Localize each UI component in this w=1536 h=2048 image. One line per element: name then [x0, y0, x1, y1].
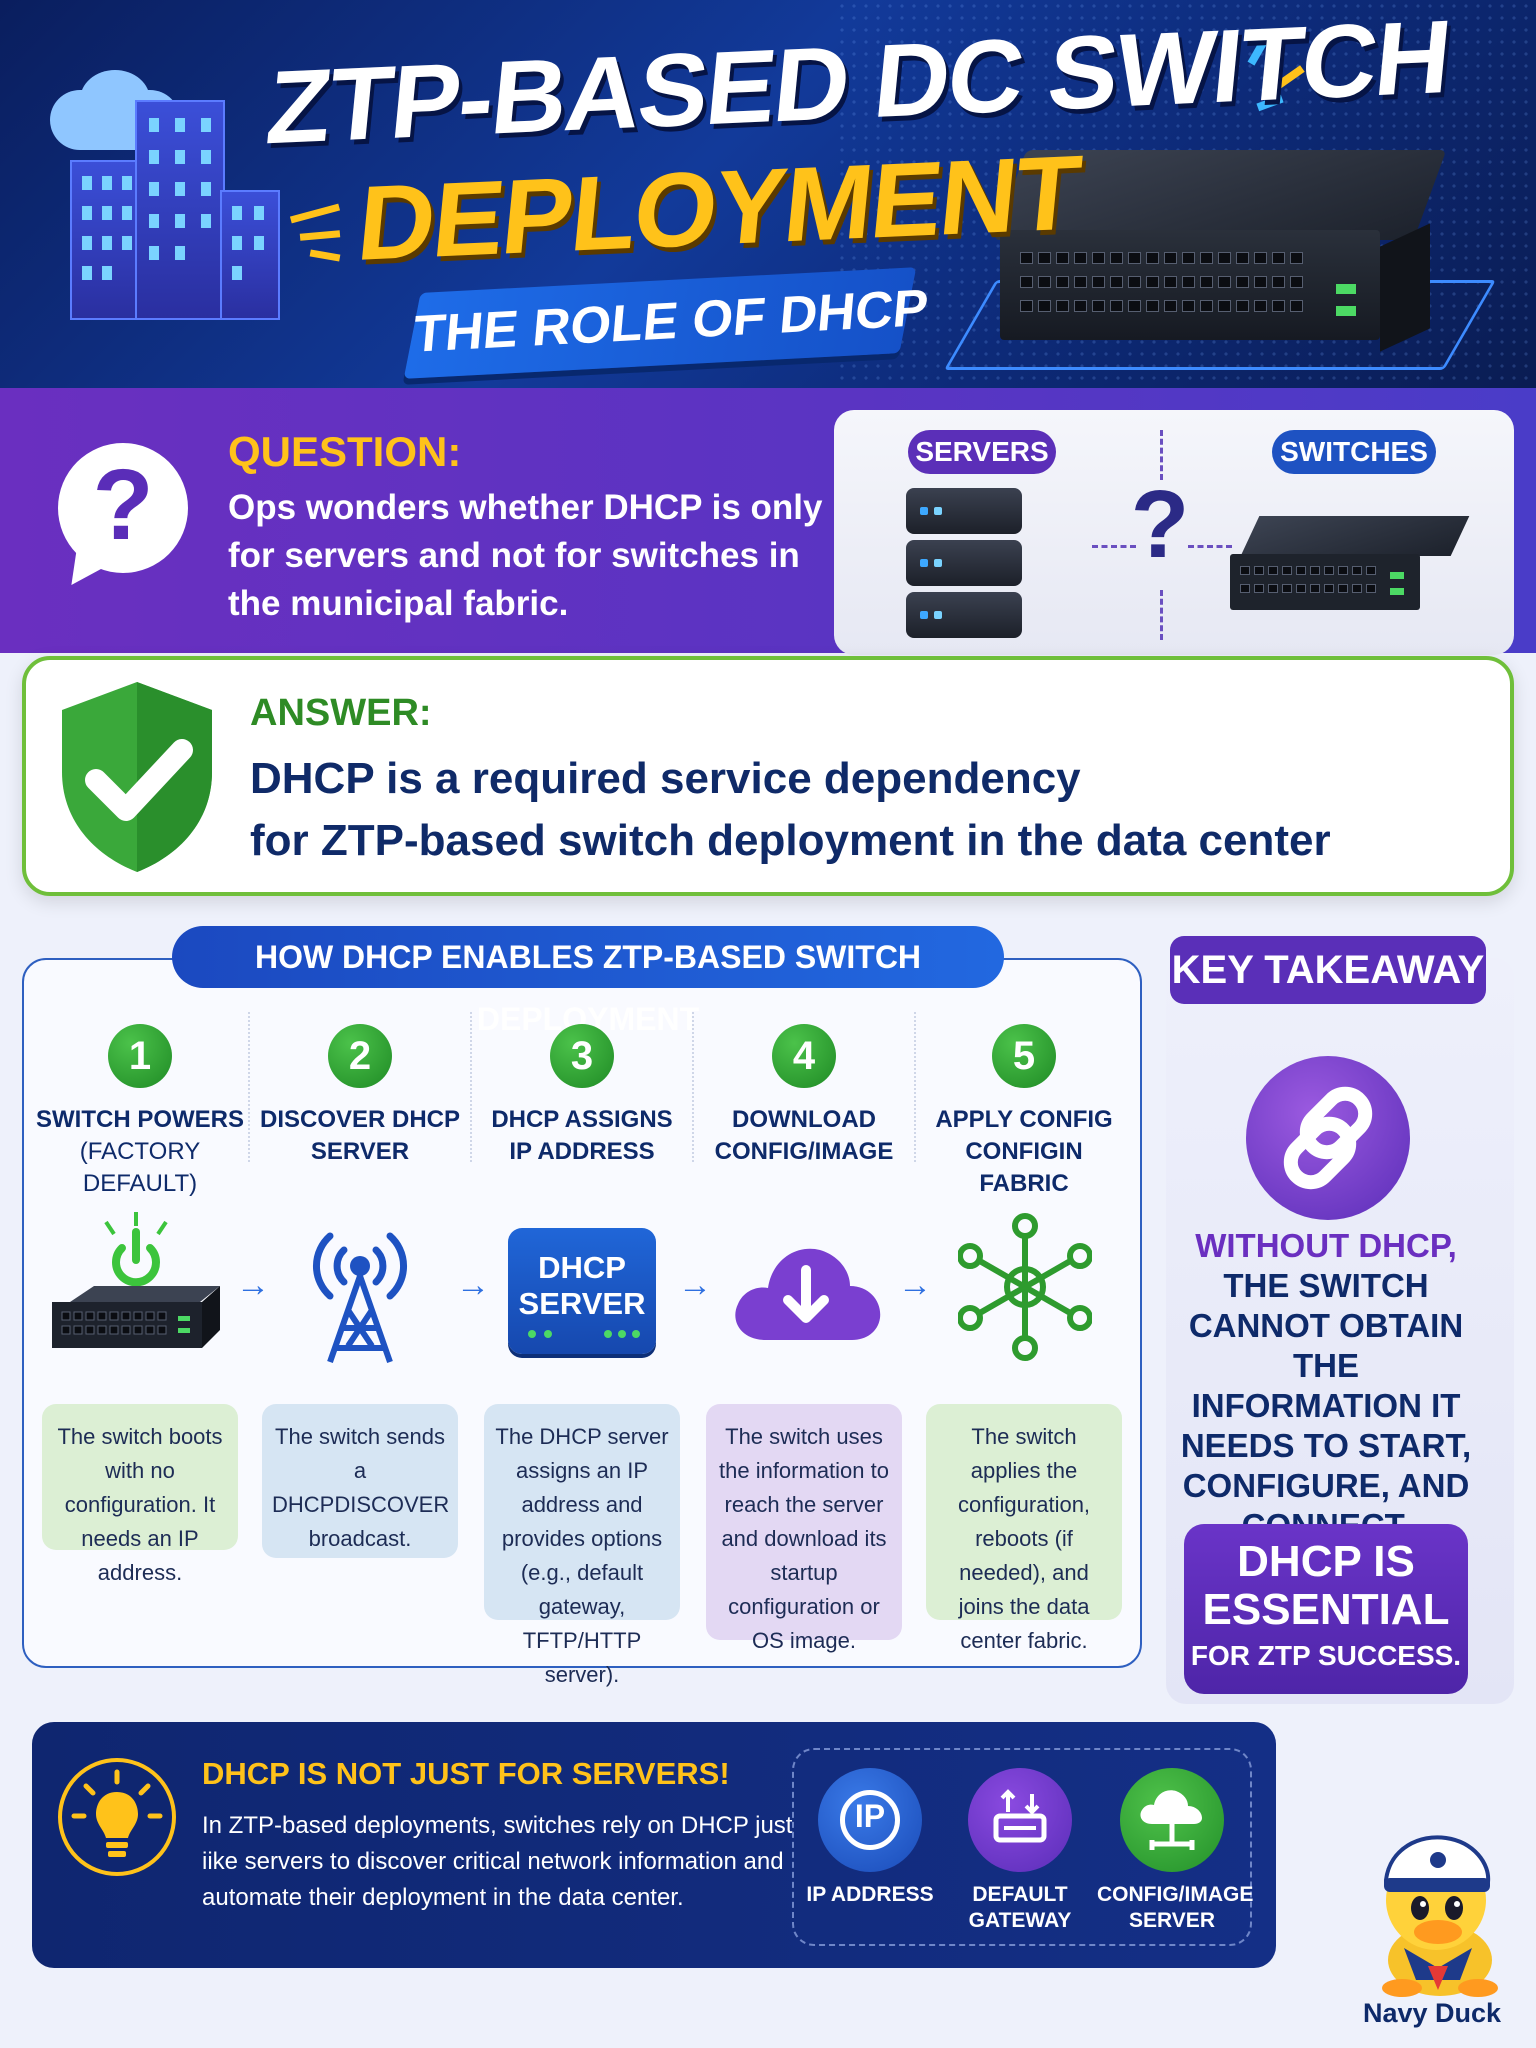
- step-4-number: 4: [772, 1024, 836, 1088]
- step-2-label-line2: SERVER: [310, 1138, 410, 1165]
- servers-pill: SERVERS: [908, 430, 1056, 474]
- question-mark-icon: ?: [1130, 471, 1190, 578]
- step-1-label-line1: SWITCH POWERS: [36, 1106, 244, 1133]
- switches-pill: SWITCHES: [1272, 430, 1436, 474]
- tip-title: DHCP IS NOT JUST FOR SERVERS!: [202, 1756, 730, 1791]
- arrow-right-icon: →: [678, 1266, 712, 1304]
- shield-check-icon: [52, 676, 222, 876]
- ip-glyph: IP: [854, 1798, 886, 1834]
- step-3-label-line2: IP ADDRESS: [509, 1138, 655, 1165]
- step-1-label: SWITCH POWERS (FACTORY DEFAULT): [35, 1104, 245, 1200]
- answer-section: [22, 656, 1514, 896]
- step-4-label: DOWNLOAD CONFIG/IMAGE: [699, 1104, 909, 1168]
- step-5-description: The switch applies the configuration, re…: [926, 1404, 1122, 1653]
- dhcp-server-icon: DHCP SERVER: [508, 1228, 656, 1354]
- power-switch-icon: [50, 1210, 230, 1370]
- step-3-description: The DHCP server assigns an IP address an…: [484, 1404, 680, 1687]
- key-takeaway-highlight: WITHOUT DHCP,: [1195, 1227, 1457, 1264]
- step-2-number: 2: [328, 1024, 392, 1088]
- step-5-label-line1: APPLY CONFIG: [935, 1106, 1113, 1133]
- step-3-label-line1: DHCP ASSIGNS: [491, 1106, 673, 1133]
- key-takeaway-text: WITHOUT DHCP, THE SWITCH CANNOT OBTAIN T…: [1176, 1226, 1476, 1546]
- config-image-server-label: CONFIG/IMAGE SERVER: [1097, 1882, 1254, 1934]
- how-section-title: HOW DHCP ENABLES ZTP-BASED SWITCH DEPLOY…: [254, 939, 922, 1037]
- speed-lines-icon: [289, 200, 360, 262]
- essential-callout-text: DHCP IS ESSENTIAL: [1184, 1538, 1468, 1634]
- arrow-right-icon: →: [898, 1266, 932, 1304]
- answer-text-line1: DHCP is a required service dependency: [250, 754, 1081, 803]
- cloud-download-icon: [726, 1230, 886, 1350]
- mascot-name: Navy Duck: [1362, 1998, 1502, 2028]
- key-takeaway-body: THE SWITCH CANNOT OBTAIN THE INFORMATION…: [1180, 1267, 1472, 1544]
- essential-line3: FOR ZTP SUCCESS.: [1190, 1640, 1462, 1671]
- step-4-description: The switch uses the information to reach…: [706, 1404, 902, 1653]
- config-image-server-label-line2: SERVER: [1129, 1909, 1215, 1932]
- step-3-number: 3: [550, 1024, 614, 1088]
- gateway-router-icon: [968, 1768, 1072, 1872]
- config-image-server-label-line1: CONFIG/IMAGE: [1097, 1883, 1254, 1906]
- cloud-server-icon: [1120, 1768, 1224, 1872]
- ip-address-label: IP ADDRESS: [795, 1882, 945, 1908]
- tip-text: In ZTP-based deployments, switches rely …: [202, 1812, 793, 1911]
- step-4-label-line1: DOWNLOAD: [732, 1106, 876, 1133]
- step-5-number: 5: [992, 1024, 1056, 1088]
- step-1-label-line2: (FACTORY DEFAULT): [79, 1138, 201, 1197]
- fabric-network-icon: [957, 1212, 1093, 1362]
- step-5-label: APPLY CONFIG CONFIGIN FABRIC: [919, 1104, 1129, 1200]
- step-1-description: The switch boots with no configuration. …: [42, 1404, 238, 1585]
- how-title-ribbon: [172, 926, 1004, 988]
- essential-line1: DHCP IS: [1237, 1537, 1415, 1586]
- default-gateway-label-line1: DEFAULT: [972, 1883, 1068, 1906]
- city-buildings-illustration: [40, 70, 290, 330]
- ip-address-label-line1: IP ADDRESS: [806, 1883, 934, 1906]
- step-2-label: DISCOVER DHCP SERVER: [255, 1104, 465, 1168]
- dhcp-options-panel: [792, 1748, 1252, 1946]
- answer-text-line2: for ZTP-based switch deployment in the d…: [250, 816, 1331, 865]
- arrow-right-icon: →: [456, 1266, 490, 1304]
- question-text: Ops wonders whether DHCP is only for ser…: [228, 488, 823, 623]
- key-takeaway-title-bg: [1170, 936, 1486, 1004]
- dhcp-server-icon-line1: DHCP: [538, 1250, 626, 1285]
- key-takeaway-title: KEY TAKEAWAY: [1171, 948, 1485, 992]
- answer-label: ANSWER:: [250, 692, 432, 734]
- step-4-label-line2: CONFIG/IMAGE: [714, 1138, 894, 1165]
- arrow-right-icon: →: [236, 1266, 270, 1304]
- tip-banner: [32, 1722, 1276, 1968]
- step-5-label-line2: CONFIGIN FABRIC: [965, 1138, 1083, 1197]
- network-switch-illustration: [944, 140, 1496, 370]
- broadcast-tower-icon: [290, 1216, 430, 1366]
- answer-text: DHCP is a required service dependency fo…: [250, 748, 1450, 872]
- chain-link-icon: [1246, 1056, 1410, 1220]
- question-label: QUESTION:: [228, 428, 462, 475]
- step-1-number: 1: [108, 1024, 172, 1088]
- navy-duck-mascot-icon: [1350, 1820, 1520, 2000]
- essential-callout-box: [1184, 1524, 1468, 1694]
- ip-address-icon: IP: [818, 1768, 922, 1872]
- default-gateway-label: DEFAULT GATEWAY: [945, 1882, 1095, 1934]
- small-switch-icon: [1230, 516, 1470, 616]
- dhcp-server-icon-line2: SERVER: [518, 1286, 646, 1321]
- server-rack-icon: [906, 488, 1026, 638]
- default-gateway-label-line2: GATEWAY: [968, 1909, 1072, 1932]
- question-mark-icon: ?: [92, 449, 154, 561]
- question-bubble-icon: [58, 443, 188, 573]
- step-2-label-line1: DISCOVER DHCP: [259, 1106, 461, 1133]
- lightbulb-icon: [58, 1758, 176, 1876]
- step-3-label: DHCP ASSIGNS IP ADDRESS: [477, 1104, 687, 1168]
- step-2-description: The switch sends a DHCPDISCOVER broadcas…: [262, 1404, 458, 1558]
- essential-line2: ESSENTIAL: [1202, 1585, 1450, 1634]
